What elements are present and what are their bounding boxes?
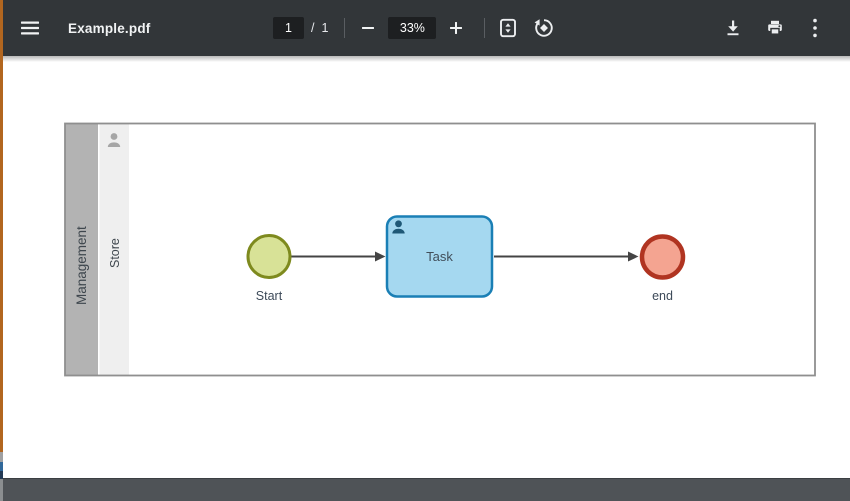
document-title: Example.pdf: [68, 20, 151, 36]
plus-icon: [450, 22, 463, 34]
print-icon: [768, 20, 782, 35]
fit-page-button[interactable]: [495, 15, 521, 41]
screen-edge-strip: [0, 471, 3, 479]
sequence-flow-start-task: [291, 251, 386, 262]
user-task: Task: [385, 215, 494, 298]
screen-edge-strip: [0, 452, 3, 462]
pdf-page[interactable]: Management Store Start Task: [0, 56, 850, 478]
minus-icon: [362, 27, 375, 29]
menu-icon: [21, 21, 39, 35]
download-button[interactable]: [719, 14, 747, 42]
screen-edge-strip: [0, 0, 3, 452]
rotate-button[interactable]: [531, 15, 557, 41]
screen-edge-strip: [0, 462, 3, 471]
download-icon: [727, 20, 739, 36]
toolbar-left-group: Example.pdf: [16, 0, 150, 56]
page-count-label: / 1: [311, 21, 329, 35]
bottom-status-bar: [0, 478, 850, 501]
lane-label: Store: [108, 238, 122, 268]
page-number-input[interactable]: 1: [273, 17, 304, 39]
user-icon: [392, 220, 405, 234]
toolbar-center-group: 1 / 1 33%: [273, 0, 557, 56]
pdf-viewer-toolbar: Example.pdf 1 / 1 33%: [0, 0, 850, 56]
more-icon: [813, 18, 817, 38]
rotate-ccw-icon: [534, 19, 554, 37]
pool-management: Management Store: [64, 122, 816, 377]
start-event-label: Start: [256, 289, 283, 303]
end-event-label: end: [652, 289, 673, 303]
start-event: Start: [246, 234, 292, 303]
menu-button[interactable]: [16, 14, 44, 42]
toolbar-divider: [484, 18, 486, 38]
sequence-flow-task-end: [494, 251, 639, 262]
pool-label: Management: [74, 226, 89, 305]
task-label: Task: [426, 249, 453, 264]
end-event: end: [639, 234, 686, 303]
toolbar-divider: [344, 18, 346, 38]
toolbar-right-group: [719, 0, 827, 56]
fit-page-icon: [500, 18, 517, 38]
zoom-in-button[interactable]: [444, 16, 468, 40]
bpmn-diagram: Management Store Start Task: [64, 122, 816, 377]
person-icon: [107, 133, 121, 147]
more-options-button[interactable]: [803, 14, 827, 42]
screen-edge-strip: [0, 479, 3, 501]
zoom-out-button[interactable]: [356, 16, 380, 40]
zoom-level-input[interactable]: 33%: [388, 17, 437, 39]
print-button[interactable]: [761, 14, 789, 42]
